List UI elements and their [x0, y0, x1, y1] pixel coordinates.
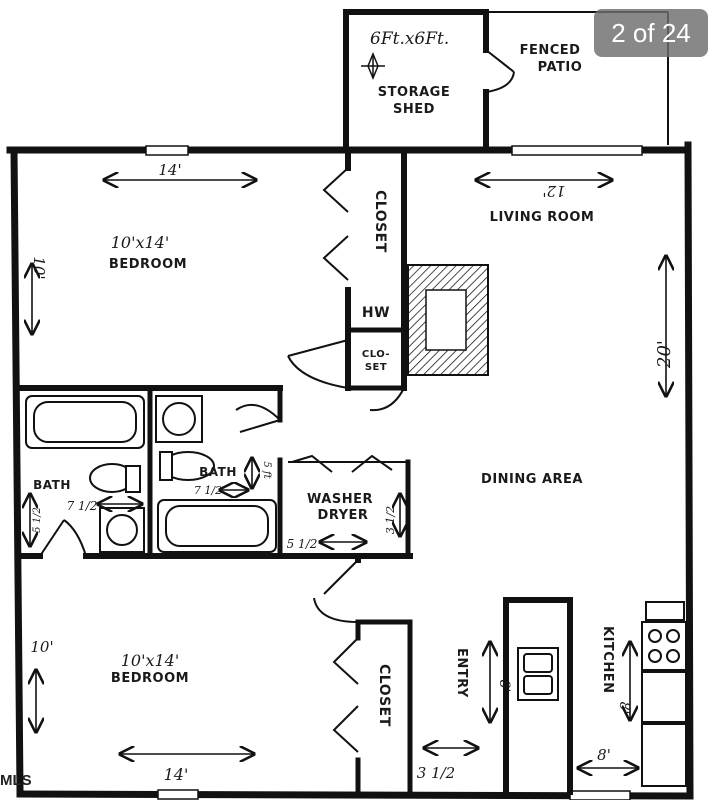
living-room-label: LIVING ROOM	[490, 210, 595, 225]
bedroom1-width-label: 14'	[158, 161, 181, 179]
dining-area-label: DINING AREA	[481, 472, 583, 487]
fireplace	[407, 264, 489, 376]
washer-depth-label: 3 1/2	[384, 506, 397, 534]
mls-watermark: MLS	[0, 772, 32, 789]
bath-mid-dim1-label: 7 1/2	[194, 484, 222, 497]
washer-width-label: 5 1/2	[287, 537, 318, 551]
interior-walls	[15, 147, 573, 795]
image-counter-badge: 2 of 24	[594, 9, 708, 57]
entry-length-label: 8'	[496, 680, 512, 693]
bedroom2-size-label: 10'x14'	[121, 651, 180, 670]
bath-mid-fixtures	[155, 395, 277, 553]
fenced-patio-label-line2: PATIO	[538, 60, 583, 75]
bedroom2-label: BEDROOM	[111, 671, 189, 686]
storage-shed	[343, 9, 515, 151]
living-room-depth-label: 20'	[654, 340, 675, 369]
windows	[145, 145, 643, 800]
entry-label: ENTRY	[454, 648, 469, 698]
closet-small-label-line2: SET	[365, 362, 387, 373]
living-room-width-label: 12'	[542, 182, 565, 200]
closet-small-label-line1: CLO-	[362, 349, 390, 360]
compass-icon	[361, 52, 385, 80]
bedroom1-depth-label: 10'	[30, 256, 48, 279]
hw-label: HW	[362, 305, 390, 321]
kitchen-width-label: 8'	[597, 746, 611, 764]
storage-shed-size-label: 6Ft.x6Ft.	[370, 29, 449, 49]
storage-shed-label-line1: STORAGE	[378, 85, 450, 100]
dimension-arrows	[30, 180, 666, 768]
bath-mid-dim2-label: 5 ft	[261, 461, 272, 479]
entry-width-label: 3 1/2	[417, 764, 455, 782]
closet-top-label: CLOSET	[372, 190, 388, 253]
bath-left-dim1-label: 7 1/2	[67, 499, 98, 513]
kitchen-length-label: 8'	[616, 702, 632, 715]
bath-left-dim2-label: 5 1/2	[32, 507, 43, 533]
closet-bottom-label: CLOSET	[376, 664, 392, 727]
kitchen-fixtures	[517, 601, 687, 787]
bath-left-fixtures	[25, 395, 145, 553]
kitchen-label: KITCHEN	[600, 626, 615, 693]
storage-shed-label-line2: SHED	[393, 102, 435, 117]
bath-left-label: BATH	[33, 478, 71, 492]
doors	[39, 167, 408, 753]
bedroom2-width-label: 14'	[164, 765, 189, 784]
bath-mid-label: BATH	[199, 465, 237, 479]
fenced-patio-label-line1: FENCED	[520, 43, 581, 58]
bedroom2-depth-label: 10'	[30, 638, 53, 656]
dryer-label: DRYER	[318, 508, 369, 523]
bedroom1-label: BEDROOM	[109, 257, 187, 272]
washer-label: WASHER	[307, 492, 373, 507]
bedroom1-size-label: 10'x14'	[111, 233, 170, 252]
